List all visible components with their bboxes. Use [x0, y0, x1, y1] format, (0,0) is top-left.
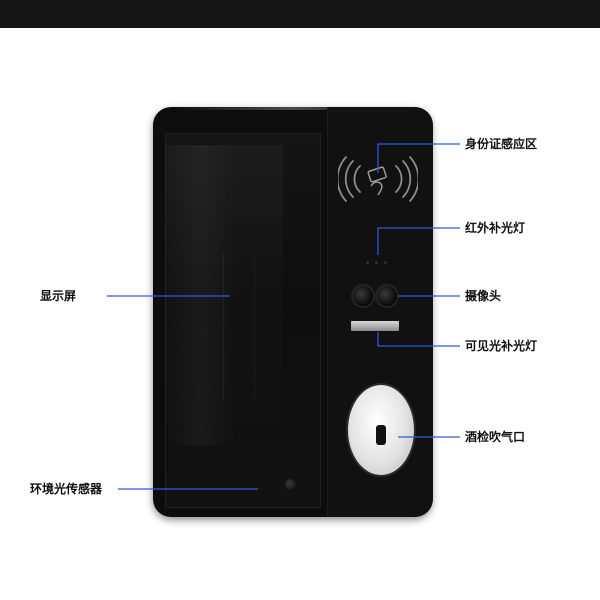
- visible-light-strip: [351, 321, 399, 331]
- display-screen: [165, 133, 321, 508]
- ambient-light-sensor: [285, 479, 296, 490]
- breath-port: [348, 385, 414, 475]
- callout-line-visible-light: [377, 332, 460, 347]
- label-breath-port: 酒检吹气口: [465, 430, 526, 444]
- label-id-card-area: 身份证感应区: [465, 137, 538, 151]
- breath-port-slot: [376, 425, 386, 445]
- camera-lens-left: [351, 284, 375, 308]
- label-ir-light: 红外补光灯: [465, 221, 526, 235]
- ir-led-center: [375, 261, 378, 264]
- nfc-card-icon: [338, 156, 418, 202]
- label-display: 显示屏: [40, 289, 77, 303]
- screen-reflection: [165, 145, 283, 445]
- ir-led-left: [366, 261, 369, 264]
- top-bar: [0, 0, 600, 28]
- label-camera: 摄像头: [465, 289, 502, 303]
- callout-line-ir-light: [377, 227, 460, 255]
- label-visible-light: 可见光补光灯: [465, 339, 538, 353]
- camera-lens-right: [375, 284, 399, 308]
- callout-line-id-card: [377, 143, 460, 173]
- ir-led-right: [384, 261, 387, 264]
- device-terminal: [153, 107, 433, 517]
- screen-reflection-doorframe: [223, 252, 255, 402]
- device-top-sheen: [173, 107, 412, 110]
- label-light-sensor: 环境光传感器: [30, 482, 103, 496]
